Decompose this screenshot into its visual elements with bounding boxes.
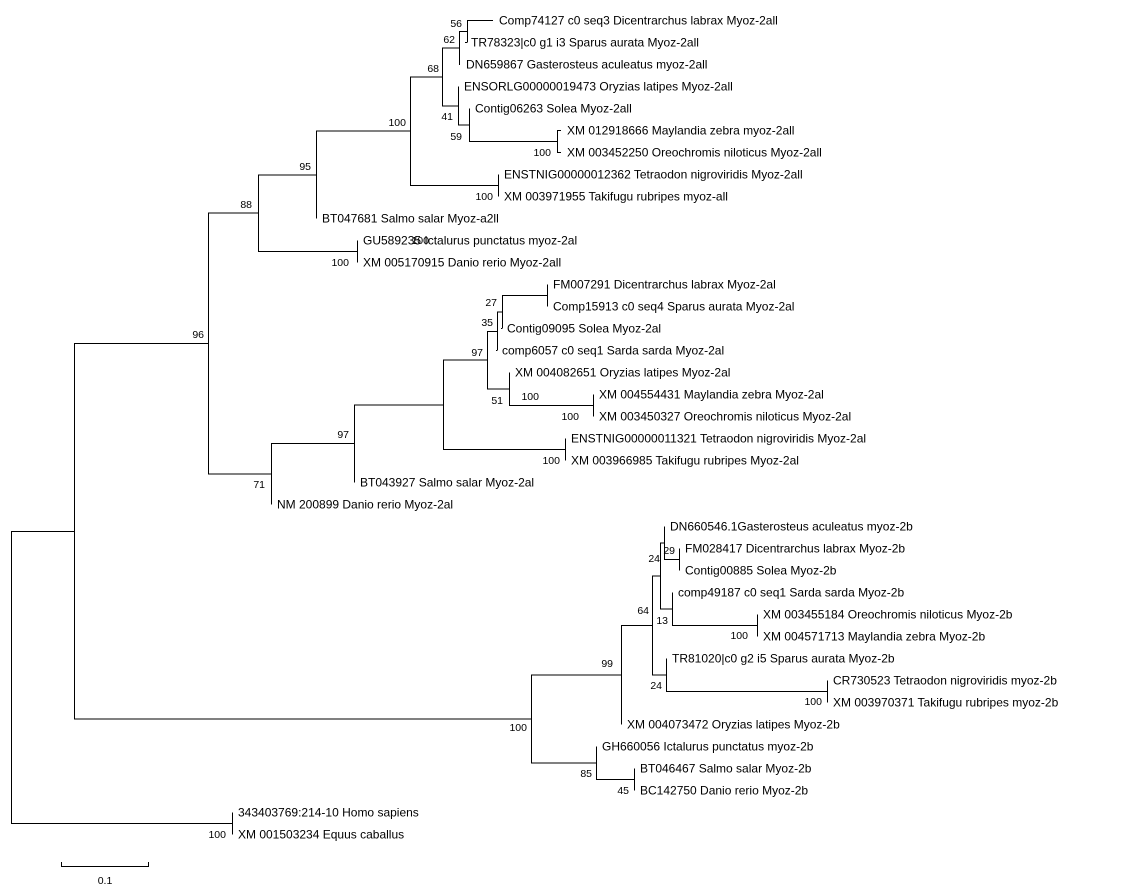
leaf-label: Contig00885 Solea Myoz-2b [685,564,837,578]
bootstrap-label: 71 [253,479,265,491]
leaf-label: XM 012918666 Maylandia zebra myoz-2all [567,124,794,138]
bootstrap-label: 99 [601,658,613,670]
leaf-label: BC142750 Danio rerio Myoz-2b [640,784,808,798]
bootstrap-label: 100 [561,411,579,423]
leaf-label: XM 003971955 Takifugu rubripes myoz-all [504,190,728,204]
bootstrap-label: 64 [637,605,649,617]
bootstrap-label: 24 [648,553,660,565]
bootstrap-label: 13 [656,615,668,627]
bootstrap-label: 24 [650,680,662,692]
leaf-label: Comp15913 c0 seq4 Sparus aurata Myoz-2al [553,300,794,314]
leaf-label: XM 004082651 Oryzias latipes Myoz-2al [515,366,730,380]
scale-bar-label: 0.1 [98,875,113,887]
bootstrap-label: 97 [337,429,349,441]
bootstrap-label: 100 [804,696,822,708]
leaf-label: ENSTNIG00000012362 Tetraodon nigroviridi… [504,168,803,182]
leaf-label: BT046467 Salmo salar Myoz-2b [640,762,812,776]
leaf-label: XM 003450327 Oreochromis niloticus Myoz-… [599,410,851,424]
bootstrap-label: 100 [411,235,429,247]
bootstrap-label: 29 [663,545,675,557]
leaf-label: GH660056 Ictalurus punctatus myoz-2b [602,740,814,754]
leaf-label: XM 004571713 Maylandia zebra Myoz-2b [763,630,985,644]
bootstrap-label: 100 [542,455,560,467]
leaf-label: BT043927 Salmo salar Myoz-2al [360,476,534,490]
leaf-label: XM 003455184 Oreochromis niloticus Myoz-… [763,608,1013,622]
leaf-label: NM 200899 Danio rerio Myoz-2al [277,498,453,512]
leaf-label: XM 004073472 Oryzias latipes Myoz-2b [627,718,840,732]
bootstrap-label: 62 [443,34,455,46]
bootstrap-label: 100 [475,191,493,203]
bootstrap-label: 45 [617,785,629,797]
leaf-label: TR81020|c0 g2 i5 Sparus aurata Myoz-2b [672,652,895,666]
bootstrap-label: 100 [208,829,226,841]
leaf-label: ENSTNIG00000011321 Tetraodon nigroviridi… [571,432,866,446]
leaf-label: 343403769:214-10 Homo sapiens [238,806,419,820]
leaf-label: FM028417 Dicentrarchus labrax Myoz-2b [685,542,905,556]
leaf-label: XM 003966985 Takifugu rubripes Myoz-2al [571,454,799,468]
bootstrap-label: 96 [192,329,204,341]
leaf-label: ENSORLG00000019473 Oryzias latipes Myoz-… [464,80,733,94]
bootstrap-label: 85 [580,768,592,780]
leaf-label: comp6057 c0 seq1 Sarda sarda Myoz-2al [502,344,724,358]
bootstrap-label: 100 [388,117,406,129]
bootstrap-label: 56 [450,18,462,30]
bootstrap-label: 27 [485,297,497,309]
leaf-label: XM 005170915 Danio rerio Myoz-2all [363,256,561,270]
bootstrap-label: 41 [441,111,453,123]
bootstrap-label: 100 [521,391,539,403]
leaf-label: XM 004554431 Maylandia zebra Myoz-2al [599,388,824,402]
leaf-label: TR78323|c0 g1 i3 Sparus aurata Myoz-2all [471,36,699,50]
leaf-label: comp49187 c0 seq1 Sarda sarda Myoz-2b [678,586,904,600]
bootstrap-label: 100 [730,630,748,642]
leaf-label: BT047681 Salmo salar Myoz-a2ll [322,212,499,226]
scale-bar: 0.1 [61,862,149,887]
leaf-label: Comp74127 c0 seq3 Dicentrarchus labrax M… [499,14,778,28]
leaf-label: DN660546.1Gasterosteus aculeatus myoz-2b [670,520,913,534]
bootstrap-label: 97 [471,347,483,359]
leaf-label: Contig06263 Solea Myoz-2all [475,102,632,116]
leaf-label: Contig09095 Solea Myoz-2al [507,322,661,336]
bootstrap-label: 88 [240,199,252,211]
bootstrap-label: 95 [299,161,311,173]
bootstrap-label: 68 [427,63,439,75]
leaf-label: GU589235 Ictalurus punctatus myoz-2al [363,234,577,248]
leaf-label: XM 003970371 Takifugu rubripes myoz-2b [833,696,1059,710]
leaf-label: FM007291 Dicentrarchus labrax Myoz-2al [553,278,776,292]
leaf-label: CR730523 Tetraodon nigroviridis myoz-2b [833,674,1057,688]
bootstrap-label: 100 [509,722,527,734]
bootstrap-label: 100 [533,147,551,159]
leaf-label: XM 003452250 Oreochromis niloticus Myoz-… [567,146,822,160]
tree-branches [11,20,828,835]
bootstrap-label: 59 [450,131,462,143]
bootstrap-label: 100 [331,257,349,269]
bootstrap-label: 51 [491,395,503,407]
leaf-label: DN659867 Gasterosteus aculeatus myoz-2al… [466,58,707,72]
bootstrap-values: 56 62 68 41 59 100 100 100 95 100 88 100 27 35 97 51 100… [192,18,822,841]
leaf-labels: Comp74127 c0 seq3 Dicentrarchus labrax M… [238,14,1059,842]
leaf-label: XM 001503234 Equus caballus [238,828,404,842]
bootstrap-label: 35 [481,317,493,329]
